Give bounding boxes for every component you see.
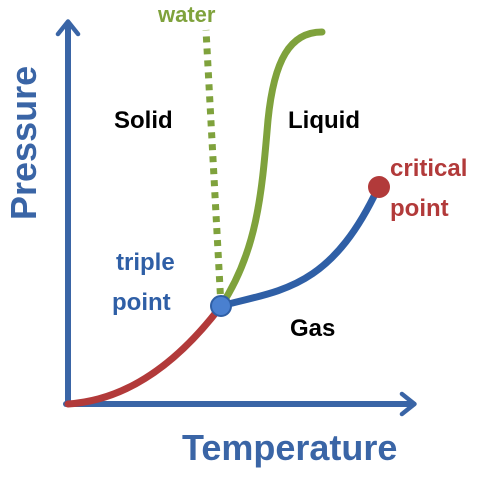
liquid-label: Liquid (288, 107, 360, 134)
critical-point-marker (368, 176, 390, 198)
triple-point-label-line1: triple (116, 249, 175, 276)
sublimation-curve (64, 302, 225, 408)
gas-label: Gas (290, 315, 335, 342)
y-axis-title: Pressure (3, 66, 44, 220)
triple-point-marker (210, 295, 232, 317)
fusion-curve (217, 28, 326, 310)
critical-point-label-line2: point (390, 195, 449, 222)
water-fusion-line (202, 29, 225, 307)
solid-label: Solid (114, 107, 173, 134)
x-axis-title: Temperature (182, 427, 397, 468)
vaporization-curve (217, 184, 382, 310)
critical-point-label-line1: critical (390, 155, 467, 182)
triple-point-label-line2: point (112, 289, 171, 316)
water-label: water (157, 2, 216, 27)
